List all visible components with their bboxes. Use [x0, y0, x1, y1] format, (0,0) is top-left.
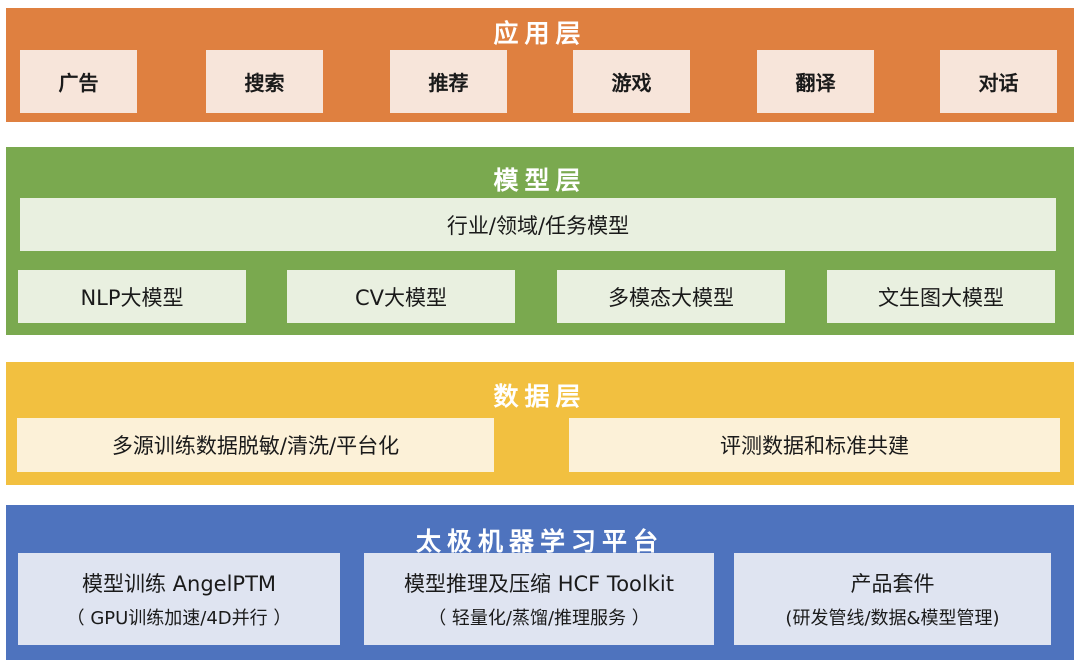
data-layer-title: 数据层: [493, 382, 587, 411]
model-item-cv: CV大模型: [287, 270, 515, 323]
data-layer: 数据层 多源训练数据脱敏/清洗/平台化 评测数据和标准共建: [6, 362, 1074, 485]
platform-item-training: 模型训练 AngelPTM （ GPU训练加速/4D并行 ）: [18, 553, 340, 645]
industry-domain-task-models: 行业/领域/任务模型: [20, 198, 1056, 251]
app-item-recommendation: 推荐: [390, 50, 507, 113]
platform-item-inference-subtitle: （ 轻量化/蒸馏/推理服务 ）: [428, 608, 650, 629]
application-layer-title: 应用层: [493, 19, 587, 48]
platform-layer-title: 太极机器学习平台: [415, 527, 664, 556]
model-item-text-to-image: 文生图大模型: [827, 270, 1055, 323]
platform-item-product-suite-subtitle: (研发管线/数据&模型管理): [785, 608, 1000, 629]
platform-item-inference: 模型推理及压缩 HCF Toolkit （ 轻量化/蒸馏/推理服务 ）: [364, 553, 714, 645]
platform-layer: 太极机器学习平台 模型训练 AngelPTM （ GPU训练加速/4D并行 ） …: [6, 505, 1074, 660]
app-item-search: 搜索: [206, 50, 323, 113]
app-item-translation: 翻译: [757, 50, 874, 113]
app-item-games: 游戏: [573, 50, 690, 113]
platform-item-training-title: 模型训练 AngelPTM: [81, 572, 277, 596]
platform-item-training-subtitle: （ GPU训练加速/4D并行 ）: [66, 608, 292, 629]
model-item-multimodal: 多模态大模型: [557, 270, 785, 323]
app-item-ads: 广告: [20, 50, 137, 113]
model-item-nlp: NLP大模型: [18, 270, 246, 323]
model-layer-title: 模型层: [493, 166, 587, 195]
model-layer: 模型层 行业/领域/任务模型 NLP大模型 CV大模型 多模态大模型 文生图大模…: [6, 147, 1074, 335]
data-item-eval-data: 评测数据和标准共建: [569, 418, 1060, 472]
platform-item-inference-title: 模型推理及压缩 HCF Toolkit: [404, 572, 674, 596]
application-layer: 应用层 广告 搜索 推荐 游戏 翻译 对话: [6, 8, 1074, 122]
data-item-training-data: 多源训练数据脱敏/清洗/平台化: [17, 418, 494, 472]
platform-item-product-suite-title: 产品套件: [850, 572, 935, 596]
platform-item-product-suite: 产品套件 (研发管线/数据&模型管理): [734, 553, 1051, 645]
app-item-dialogue: 对话: [940, 50, 1057, 113]
